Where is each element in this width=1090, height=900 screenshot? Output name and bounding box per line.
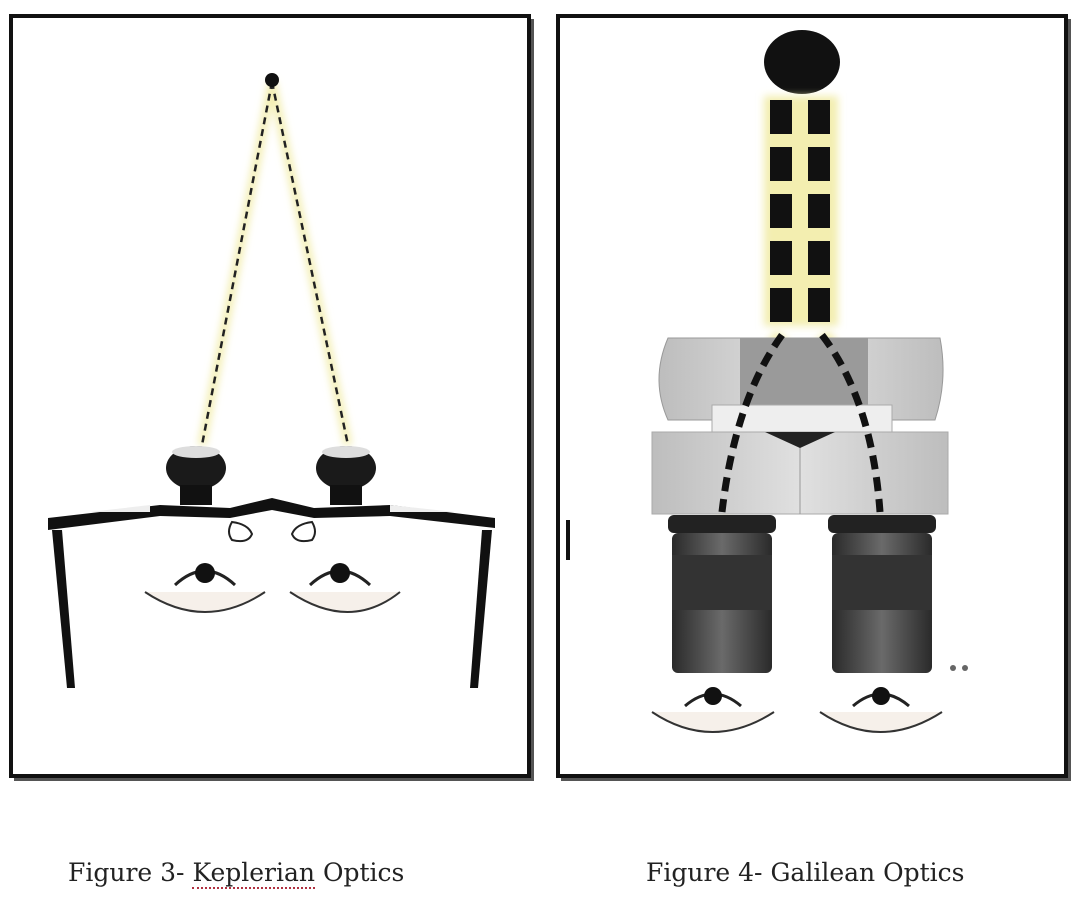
- caption-prefix: Figure 3-: [68, 858, 193, 887]
- keplerian-figure: [9, 14, 534, 781]
- eyes: [651, 687, 943, 733]
- glasses-frame: [48, 498, 495, 688]
- focal-point: [265, 73, 279, 87]
- eyepieces: [668, 515, 968, 673]
- caption-suffix: Optics: [875, 858, 965, 887]
- caption-term: Keplerian: [192, 858, 315, 889]
- light-path-dashes: [718, 332, 884, 513]
- eyes: [144, 563, 401, 613]
- lower-body: [651, 431, 949, 515]
- object: [764, 30, 840, 94]
- galilean-figure: [556, 14, 1071, 781]
- eyepiece-loupes: [166, 446, 376, 505]
- light-path: [198, 81, 352, 446]
- prism-blocks: [770, 100, 830, 322]
- figure-4-caption: Figure 4- Galilean Optics: [646, 858, 964, 887]
- upper-body: [658, 337, 944, 434]
- caption-prefix: Figure 4-: [646, 858, 771, 887]
- caption-term: Galilean: [770, 858, 876, 887]
- caption-suffix: Optics: [315, 858, 405, 887]
- figure-3-caption: Figure 3- Keplerian Optics: [68, 858, 405, 889]
